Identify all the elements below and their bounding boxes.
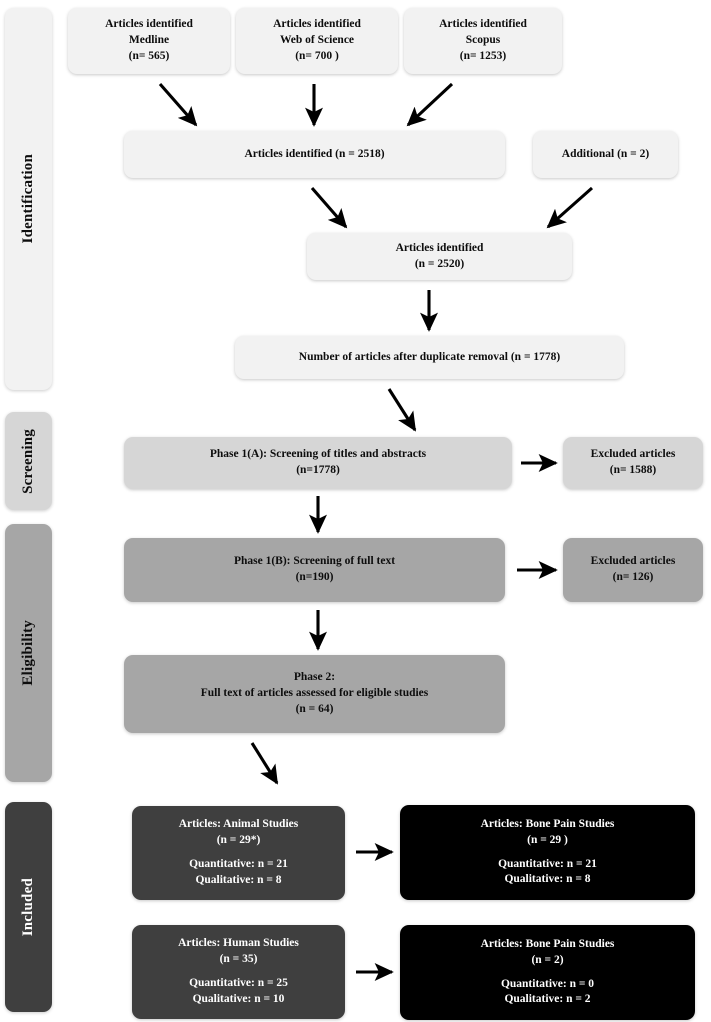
box-medline-line1: Articles identified bbox=[105, 18, 193, 31]
stage-band-screening: Screening bbox=[5, 412, 52, 510]
box-scopus-line1: Articles identified bbox=[439, 18, 527, 31]
stage-band-identification: Identification bbox=[5, 8, 52, 390]
box-human-studies-qualitative: Qualitative: n = 10 bbox=[192, 992, 285, 1005]
box-web-of-science-line3: (n= 700 ) bbox=[295, 49, 339, 62]
box-web-of-science-line2: Web of Science bbox=[279, 34, 355, 47]
arrow-phase2-to-animal bbox=[250, 742, 279, 785]
box-excluded-1588-line2: (n= 1588) bbox=[609, 464, 657, 476]
stage-label-screening: Screening bbox=[20, 428, 36, 494]
box-scopus: Articles identified Scopus (n= 1253) bbox=[404, 8, 562, 74]
box-excluded-126-line1: Excluded articles bbox=[590, 555, 676, 568]
box-human-bone-pain-studies-line2: (n = 2) bbox=[531, 953, 564, 966]
box-phase-2-line3: (n = 64) bbox=[295, 702, 334, 715]
box-animal-studies-quantitative: Quantitative: n = 21 bbox=[189, 858, 288, 870]
box-additional-line1: Additional (n = 2) bbox=[561, 147, 650, 160]
stage-band-eligibility: Eligibility bbox=[5, 524, 52, 782]
box-phase-1b-line1: Phase 1(B): Screening of full text bbox=[233, 555, 396, 568]
box-phase-1a-line2: (n=1778) bbox=[296, 464, 340, 476]
arrow-additional-to-merged2520 bbox=[546, 186, 594, 229]
box-medline-line2: Medline bbox=[128, 34, 170, 47]
box-excluded-1588: Excluded articles (n= 1588) bbox=[563, 437, 703, 489]
box-articles-identified-2520-line1: Articles identified bbox=[395, 241, 484, 254]
box-animal-studies-line1: Articles: Animal Studies bbox=[178, 818, 299, 831]
box-animal-bone-pain-studies-quantitative: Quantitative: n = 21 bbox=[498, 857, 597, 870]
box-phase-1b: Phase 1(B): Screening of full text (n=19… bbox=[124, 538, 505, 602]
box-web-of-science-line1: Articles identified bbox=[273, 18, 361, 31]
arrow-merged2518-to-merged2520 bbox=[310, 186, 348, 229]
box-animal-studies-line2: (n = 29*) bbox=[216, 834, 261, 847]
box-animal-studies: Articles: Animal Studies (n = 29*) Quant… bbox=[132, 806, 345, 900]
box-animal-studies-qualitative: Qualitative: n = 8 bbox=[195, 873, 282, 886]
arrow-medline-to-merged bbox=[158, 82, 198, 127]
box-animal-bone-pain-studies-line2: (n = 29 ) bbox=[527, 833, 568, 846]
box-animal-bone-pain-studies-line1: Articles: Bone Pain Studies bbox=[480, 817, 615, 830]
box-phase-1a: Phase 1(A): Screening of titles and abst… bbox=[124, 437, 512, 489]
box-phase-1a-line1: Phase 1(A): Screening of titles and abst… bbox=[209, 448, 427, 461]
box-duplicate-removal-line1: Number of articles after duplicate remov… bbox=[298, 350, 561, 363]
box-human-studies-quantitative: Quantitative: n = 25 bbox=[189, 977, 288, 989]
stage-label-included: Included bbox=[20, 877, 36, 937]
box-human-bone-pain-studies: Articles: Bone Pain Studies (n = 2) Quan… bbox=[400, 925, 695, 1020]
arrow-scopus-to-merged bbox=[406, 82, 454, 127]
box-excluded-126-line2: (n= 126) bbox=[612, 571, 654, 583]
box-human-bone-pain-studies-qualitative: Qualitative: n = 2 bbox=[504, 993, 591, 1006]
box-excluded-126: Excluded articles (n= 126) bbox=[563, 538, 703, 602]
box-articles-identified-2520-line2: (n = 2520) bbox=[414, 257, 465, 270]
stage-label-eligibility: Eligibility bbox=[20, 620, 36, 686]
box-duplicate-removal: Number of articles after duplicate remov… bbox=[235, 336, 624, 379]
box-human-studies-line2: (n = 35) bbox=[219, 953, 258, 966]
box-medline: Articles identified Medline (n= 565) bbox=[68, 8, 230, 74]
stage-band-included: Included bbox=[5, 802, 52, 1012]
box-phase-2: Phase 2: Full text of articles assessed … bbox=[124, 655, 505, 733]
box-articles-identified-2520: Articles identified (n = 2520) bbox=[307, 233, 572, 280]
box-additional: Additional (n = 2) bbox=[533, 131, 678, 178]
box-articles-identified-2518-line1: Articles identified (n = 2518) bbox=[244, 147, 385, 160]
box-web-of-science: Articles identified Web of Science (n= 7… bbox=[236, 8, 398, 74]
box-human-bone-pain-studies-line1: Articles: Bone Pain Studies bbox=[480, 937, 615, 950]
box-human-studies: Articles: Human Studies (n = 35) Quantit… bbox=[132, 925, 345, 1019]
stage-label-identification: Identification bbox=[20, 154, 36, 244]
box-animal-bone-pain-studies: Articles: Bone Pain Studies (n = 29 ) Qu… bbox=[400, 805, 695, 900]
box-excluded-1588-line1: Excluded articles bbox=[590, 448, 676, 461]
box-scopus-line3: (n= 1253) bbox=[459, 49, 507, 62]
box-medline-line3: (n= 565) bbox=[128, 49, 170, 62]
box-scopus-line2: Scopus bbox=[465, 34, 501, 47]
box-articles-identified-2518: Articles identified (n = 2518) bbox=[124, 131, 505, 178]
box-phase-2-line2: Full text of articles assessed for eligi… bbox=[200, 687, 429, 700]
arrow-dedup-to-phase1a bbox=[387, 388, 417, 432]
box-phase-2-line1: Phase 2: bbox=[293, 671, 336, 684]
box-animal-bone-pain-studies-qualitative: Qualitative: n = 8 bbox=[504, 873, 591, 886]
box-human-studies-line1: Articles: Human Studies bbox=[178, 937, 299, 950]
box-phase-1b-line2: (n=190) bbox=[295, 571, 334, 583]
box-human-bone-pain-studies-quantitative: Quantitative: n = 0 bbox=[500, 977, 595, 990]
